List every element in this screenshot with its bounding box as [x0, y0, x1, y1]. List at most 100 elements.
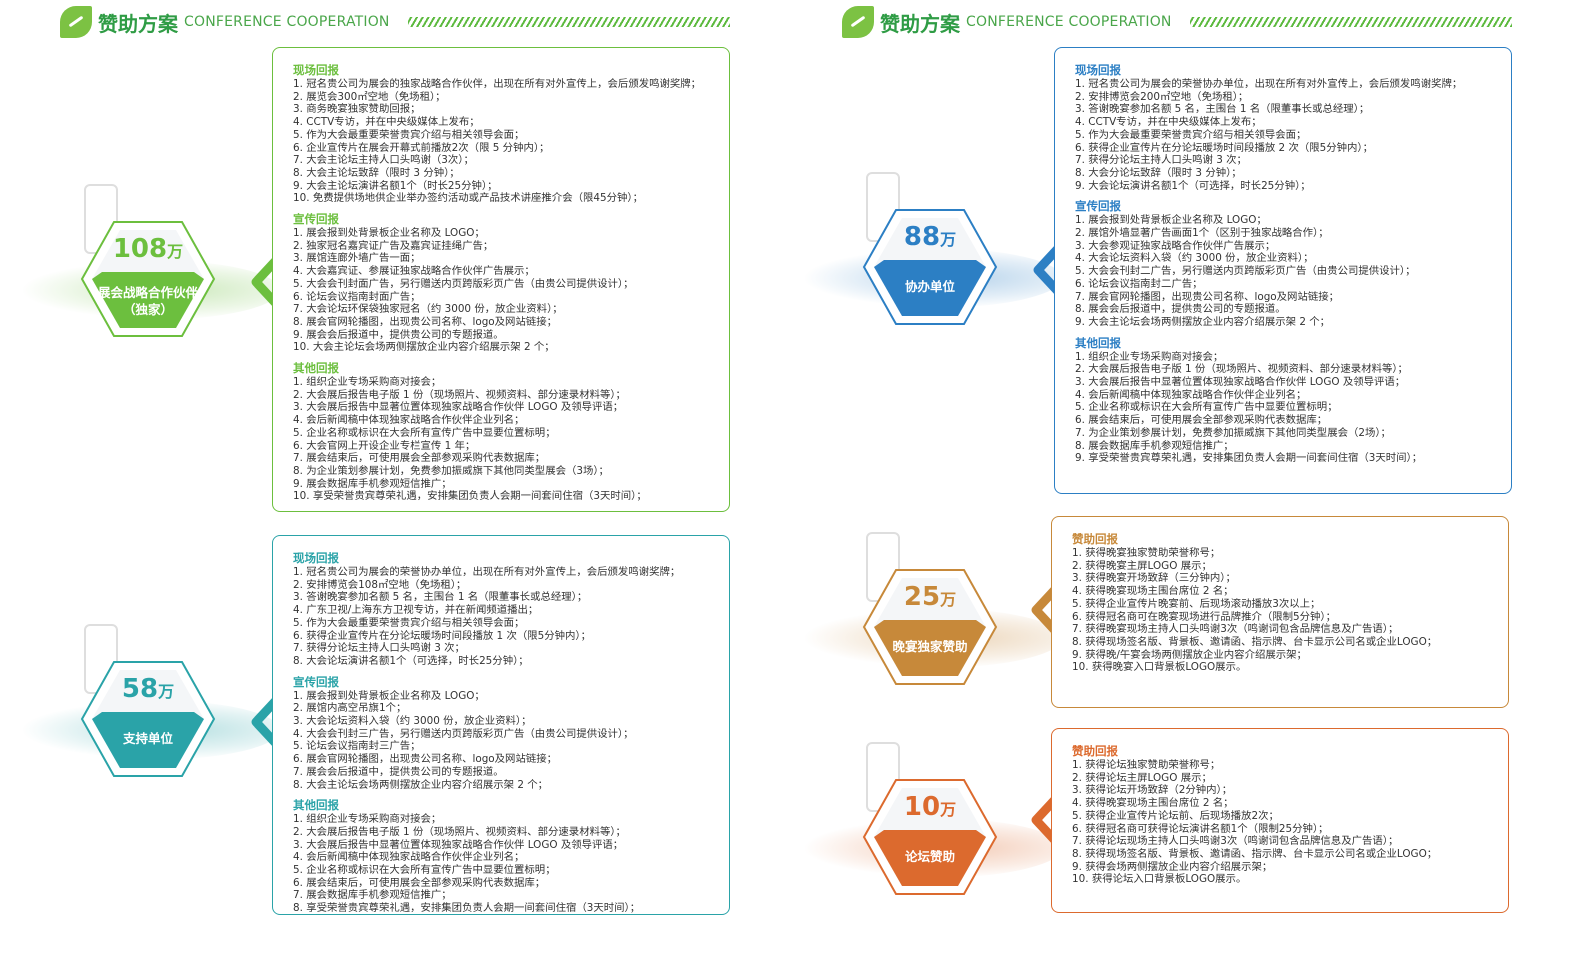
benefit-item: 9. 展会会后报道中，提供贵公司的专题报道。 — [293, 328, 504, 341]
leaf-icon — [60, 6, 92, 38]
price-amount: 88万 — [862, 222, 998, 252]
benefit-item: 6. 获得冠名商可在晚宴现场进行品牌推介（限制5分钟）； — [1072, 610, 1336, 623]
benefit-item: 8. 展会数据库手机参观短信推广； — [1075, 439, 1234, 452]
price-amount: 25万 — [862, 582, 998, 612]
header-stripe — [407, 17, 730, 27]
benefit-item: 8. 为企业策划参展计划，免费参加振威旗下其他同类型展会（3场）； — [293, 464, 609, 477]
price-badge-co-organizer: 88万协办单位 — [862, 208, 998, 326]
benefit-item: 7. 获得分论坛主持人口头鸣谢 3 次； — [1075, 154, 1247, 167]
benefit-item: 7. 展会数据库手机参观短信推广； — [293, 889, 452, 902]
price-badge-support: 58万支持单位 — [80, 660, 216, 778]
price-number: 10 — [903, 792, 941, 822]
section-title: 赞助回报 — [1072, 532, 1118, 546]
section-title: 其他回报 — [293, 361, 339, 376]
benefit-item: 3. 商务晚宴独家赞助回报； — [293, 103, 421, 116]
package-name-line: （独家） — [122, 302, 173, 317]
benefit-item: 8. 大会论坛演讲名额1个（可选择，时长25分钟）； — [293, 654, 529, 667]
hexagon-shape — [862, 569, 998, 685]
benefit-item: 2. 展览会300㎡空地（免场租）； — [293, 90, 446, 103]
header-stripe — [1189, 17, 1512, 27]
benefit-item: 9. 获得晚/午宴会场两侧摆放企业内容介绍展示架； — [1072, 648, 1307, 661]
benefit-item: 7. 大会主论坛主持人口头鸣谢（3次）； — [293, 154, 474, 167]
hexagon-shape — [80, 661, 216, 777]
benefit-item: 3. 答谢晚宴参加名额 5 名，主围台 1 名（限董事长或总经理）； — [293, 591, 588, 604]
benefit-item: 8. 展会会后报道中，提供贵公司的专题报道。 — [1075, 303, 1286, 316]
benefit-item: 6. 论坛会议指南封二广告； — [1075, 277, 1203, 290]
benefit-item: 6. 获得企业宣传片在分论坛暖场时间段播放 2 次（限5分钟内）； — [1075, 141, 1373, 154]
price-number: 58 — [121, 674, 159, 704]
benefit-item: 4. 会后新闻稿中体现独家战略合作伙伴企业列名； — [293, 851, 525, 864]
benefit-item: 8. 展会官网轮播图，出现贵公司名称、logo及网站链接； — [293, 315, 558, 328]
benefit-item: 1. 展会报到处背景板企业名称及 LOGO； — [1075, 214, 1267, 227]
benefit-item: 6. 企业宣传片在展会开幕式前播放2次（限 5 分钟内）； — [293, 141, 550, 154]
hexagon-band — [874, 620, 986, 676]
section-title: 赞助回报 — [1072, 744, 1118, 758]
benefit-item: 9. 大会主论坛会场两侧摆放企业内容介绍展示架 2 个； — [1075, 315, 1331, 328]
section-title: 宣传回报 — [293, 674, 339, 689]
benefit-item: 6. 获得冠名商可获得论坛演讲名额1个（限制25分钟）； — [1072, 822, 1329, 835]
benefit-item: 3. 获得晚宴开场致辞（三分钟内）； — [1072, 572, 1236, 585]
benefit-item: 10. 获得晚宴入口背景板LOGO展示。 — [1072, 661, 1247, 674]
price-number: 25 — [903, 582, 941, 612]
package-name: 晚宴独家赞助 — [862, 638, 998, 655]
section-title: 宣传回报 — [293, 212, 339, 227]
benefit-item: 8. 获得现场签名版、背景板、邀请函、指示牌、台卡显示公司名或企业LOGO； — [1072, 847, 1438, 860]
benefit-item: 3. 获得论坛开场致辞（2分钟内）； — [1072, 784, 1233, 797]
benefit-item: 2. 独家冠名嘉宾证广告及嘉宾证挂绳广告； — [293, 239, 494, 252]
section-title: 其他回报 — [293, 798, 339, 813]
package-name-line: 支持单位 — [122, 731, 173, 746]
section-title: 宣传回报 — [1075, 199, 1121, 214]
benefit-item: 6. 展会官网轮播图，出现贵公司名称、logo及网站链接； — [293, 753, 558, 766]
hexagon-band — [92, 272, 204, 328]
package-name-line: 论坛赞助 — [904, 849, 955, 864]
benefit-item: 9. 大会主论坛演讲名额1个（时长25分钟）； — [293, 179, 498, 192]
benefit-item: 6. 论坛会议指南封面广告； — [293, 290, 421, 303]
header-left: 赞助方案 CONFERENCE COOPERATION — [60, 4, 730, 40]
benefit-item: 4. 会后新闻稿中体现独家战略合作伙伴企业列名； — [293, 414, 525, 427]
package-name: 论坛赞助 — [862, 848, 998, 865]
header-title-en: CONFERENCE COOPERATION — [966, 14, 1172, 30]
benefit-item: 1. 冠名贵公司为展会的荣誉协办单位，出现在所有对外宣传上，会后颁发鸣谢奖牌； — [293, 566, 681, 578]
benefit-item: 5. 企业名称或标识在大会所有宣传广告中显要位置标明； — [1075, 401, 1338, 414]
benefit-item: 9. 展会数据库手机参观短信推广； — [293, 477, 452, 490]
benefit-item: 1. 展会报到处背景板企业名称及 LOGO； — [293, 227, 485, 240]
benefit-item: 2. 大会展后报告电子版 1 份（现场照片、视频资料、部分速录材料等）； — [293, 388, 626, 401]
benefit-item: 1. 组织企业专场采购商对接会； — [1075, 350, 1224, 363]
benefit-item: 9. 大会论坛演讲名额1个（可选择，时长25分钟）； — [1075, 179, 1311, 192]
benefit-item: 9. 获得会场两侧摆放企业内容介绍展示架； — [1072, 860, 1273, 873]
benefit-item: 8. 大会主论坛致辞（限时 3 分钟）； — [293, 166, 460, 179]
benefit-item: 1. 获得论坛独家赞助荣誉称号； — [1072, 759, 1221, 771]
header-title-en: CONFERENCE COOPERATION — [184, 14, 390, 30]
benefit-item: 1. 冠名贵公司为展会的独家战略合作伙伴，出现在所有对外宣传上，会后颁发鸣谢奖牌… — [293, 78, 702, 90]
benefit-item: 2. 大会展后报告电子版 1 份（现场照片、视频资料、部分速录材料等）； — [293, 825, 626, 838]
section-title: 其他回报 — [1075, 335, 1121, 350]
benefit-item: 4. 大会会刊封三广告，另行赠送内页跨版彩页广告（由贵公司提供设计）； — [293, 727, 634, 740]
package-name: 展会战略合作伙伴（独家） — [80, 284, 216, 318]
benefit-item: 10. 免费提供场地供企业举办签约活动或产品技术讲座推介会（限45分钟）； — [293, 192, 643, 205]
benefit-item: 4. CCTV专访，并在中央级媒体上发布； — [293, 116, 480, 129]
benefit-item: 10. 大会主论坛会场两侧摆放企业内容介绍展示架 2 个； — [293, 341, 555, 354]
benefit-item: 5. 作为大会最重要荣誉贵宾介绍与相关领导会面； — [1075, 128, 1307, 141]
benefit-item: 6. 获得企业宣传片在分论坛暖场时间段播放 1 次（限5分钟内）； — [293, 629, 591, 642]
benefit-item: 7. 大会论坛环保袋独家冠名（约 3000 份，放企业资料）； — [293, 303, 563, 316]
benefit-item: 8. 大会分论坛致辞（限时 3 分钟）； — [1075, 166, 1242, 179]
benefit-item: 2. 获得晚宴主屏LOGO 展示； — [1072, 559, 1212, 572]
section-title: 现场回报 — [293, 551, 339, 565]
benefit-item: 2. 展馆内高空吊旗1个； — [293, 702, 407, 715]
benefit-item: 2. 展馆外墙显著广告画面1个（区别于独家战略合作）； — [1075, 227, 1329, 240]
benefit-item: 5. 企业名称或标识在大会所有宣传广告中显要位置标明； — [293, 426, 556, 439]
price-unit: 万 — [158, 682, 175, 701]
hexagon-shape — [862, 209, 998, 325]
benefit-item: 5. 大会会刊封面广告，另行赠送内页跨版彩页广告（由贵公司提供设计）； — [293, 277, 634, 290]
benefit-item: 7. 为企业策划参展计划，免费参加振威旗下其他同类型展会（2场）； — [1075, 426, 1391, 439]
header-title-cn: 赞助方案 — [880, 11, 960, 36]
benefit-item: 4. 获得晚宴现场主围台席位 2 名； — [1072, 585, 1234, 598]
price-badge-forum: 10万论坛赞助 — [862, 778, 998, 896]
benefit-item: 7. 获得论坛现场主持人口头鸣谢3次（鸣谢词包含品牌信息及广告语）； — [1072, 835, 1399, 848]
benefit-item: 1. 组织企业专场采购商对接会； — [293, 376, 442, 389]
benefit-item: 10. 享受荣誉贵宾尊荣礼遇，安排集团负责人会期一间套间住宿（3天时间）； — [293, 490, 647, 503]
benefit-item: 8. 大会主论坛会场两侧摆放企业内容介绍展示架 2 个； — [293, 778, 549, 791]
